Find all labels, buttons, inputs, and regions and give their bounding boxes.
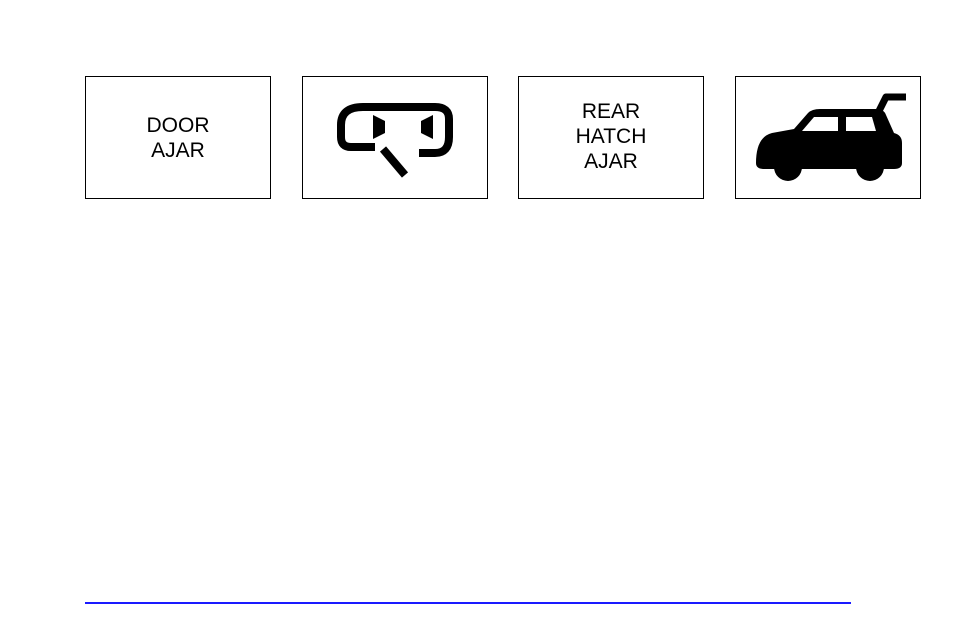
rear-hatch-ajar-text-indicator: REAR HATCH AJAR bbox=[518, 76, 704, 199]
footer-divider bbox=[85, 602, 851, 604]
door-ajar-label-line-1: DOOR bbox=[86, 113, 270, 138]
door-ajar-text-indicator: DOOR AJAR bbox=[85, 76, 271, 199]
rear-hatch-label-line-2: HATCH bbox=[519, 124, 703, 149]
door-ajar-label-line-2: AJAR bbox=[86, 138, 270, 163]
hatch-open-car-icon bbox=[736, 77, 922, 200]
door-ajar-symbol-indicator bbox=[302, 76, 488, 199]
rear-hatch-symbol-indicator bbox=[735, 76, 921, 199]
rear-hatch-label-line-3: AJAR bbox=[519, 149, 703, 174]
rear-hatch-label-line-1: REAR bbox=[519, 99, 703, 124]
door-ajar-label: DOOR AJAR bbox=[86, 113, 270, 163]
rear-hatch-ajar-label: REAR HATCH AJAR bbox=[519, 99, 703, 174]
door-ajar-icon bbox=[303, 77, 489, 200]
